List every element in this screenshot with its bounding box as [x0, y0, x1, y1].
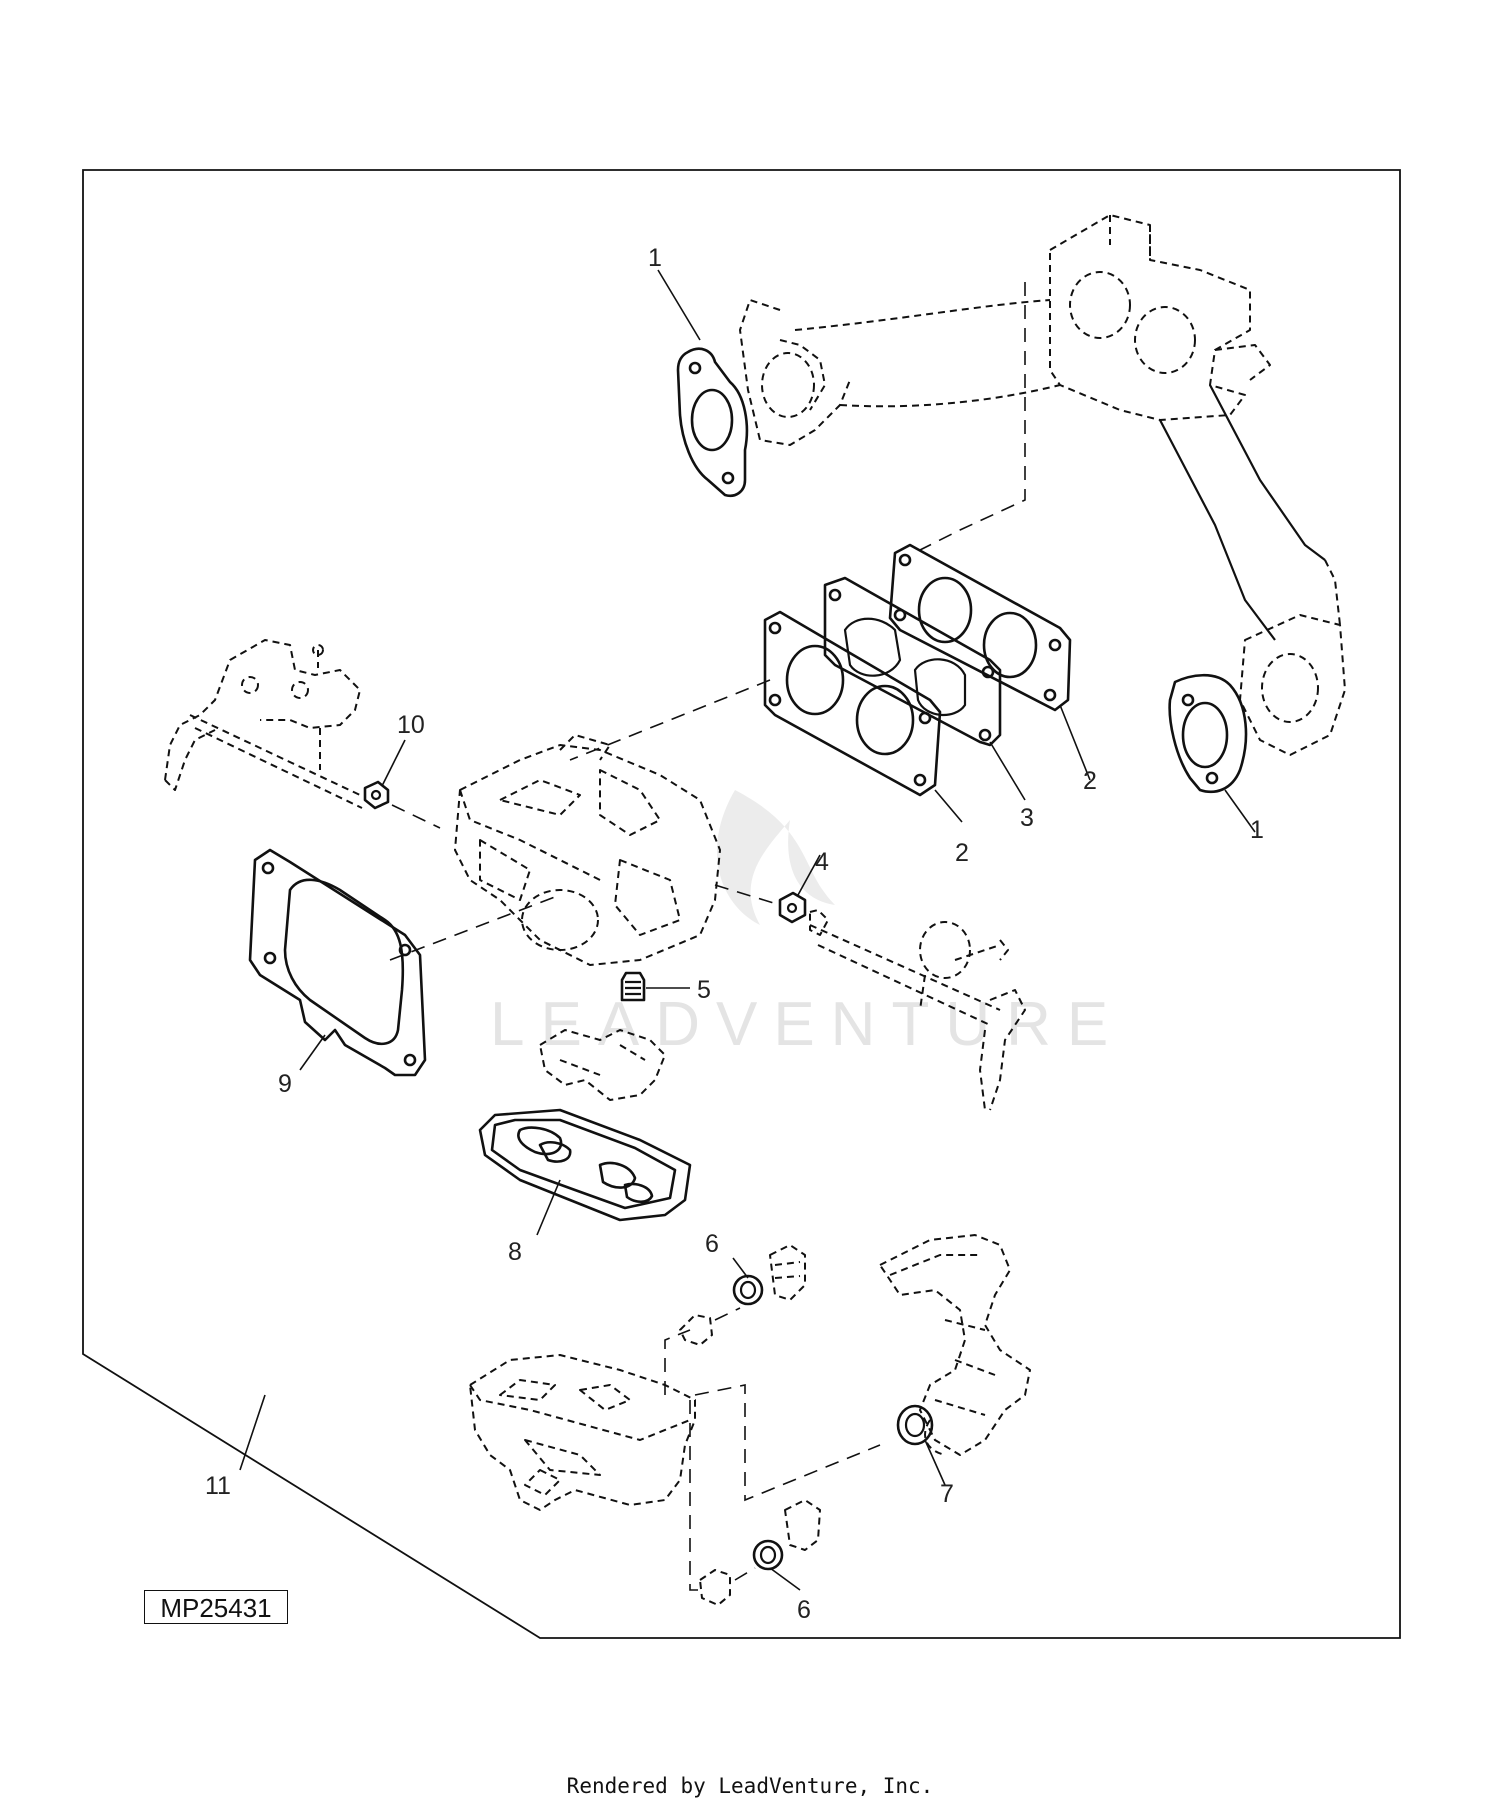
float-bowl-ghost: [469, 1354, 696, 1511]
nut-4: [778, 891, 829, 936]
callout-7: 7: [940, 1480, 954, 1508]
throttle-lever-ghost: [164, 639, 363, 809]
callout-1-right: 1: [1250, 816, 1264, 844]
choke-shaft-ghost: [714, 884, 1026, 1111]
exhaust-manifold-ghost: [739, 214, 1346, 756]
fitting-lower: [689, 1400, 821, 1606]
callout-10: 10: [397, 711, 425, 739]
callout-4: 4: [815, 848, 829, 876]
callout-3: 3: [1020, 804, 1034, 832]
exhaust-gasket-top: [676, 347, 749, 498]
float-bowl-gasket: [478, 1108, 692, 1222]
callout-9: 9: [278, 1070, 292, 1098]
callout-11: 11: [205, 1472, 231, 1500]
callout-5: 5: [697, 976, 711, 1004]
washer-6-upper: [732, 1274, 764, 1306]
footer-credit: Rendered by LeadVenture, Inc.: [566, 1774, 934, 1798]
callouts: 1 1 2 2 3 4 5 6 6 7 8 9 10 11: [205, 244, 1264, 1624]
watermark-text: LEADVENTURE: [490, 990, 1124, 1059]
nut-10: [363, 780, 441, 829]
callout-1-top: 1: [648, 244, 662, 272]
fuel-solenoid-ghost: [879, 1234, 1031, 1456]
carburetor-mounting-gasket: [248, 848, 561, 1077]
callout-2-front: 2: [955, 839, 969, 867]
washer-6-lower: [752, 1539, 784, 1571]
callout-2-back: 2: [1083, 767, 1097, 795]
jet-5: [620, 971, 646, 1002]
callout-6-upper: 6: [705, 1230, 719, 1258]
leader-lines: [239, 269, 1256, 1591]
watermark: LEADVENTURE: [490, 790, 1124, 1059]
intake-spacer: [823, 576, 1002, 747]
fitting-upper: [664, 1244, 806, 1395]
float-ghost: [539, 1029, 666, 1101]
intake-gasket-front: [763, 610, 942, 797]
carburetor-body-ghost: [454, 734, 721, 966]
washer-7: [896, 1404, 934, 1446]
callout-8: 8: [508, 1238, 522, 1266]
callout-6-lower: 6: [797, 1596, 811, 1624]
exhaust-gasket-right: [1168, 673, 1248, 794]
watermark-flame-icon: [716, 790, 835, 925]
diagram-code-label: MP25431: [144, 1590, 288, 1624]
kit-frame: [82, 169, 1401, 1639]
